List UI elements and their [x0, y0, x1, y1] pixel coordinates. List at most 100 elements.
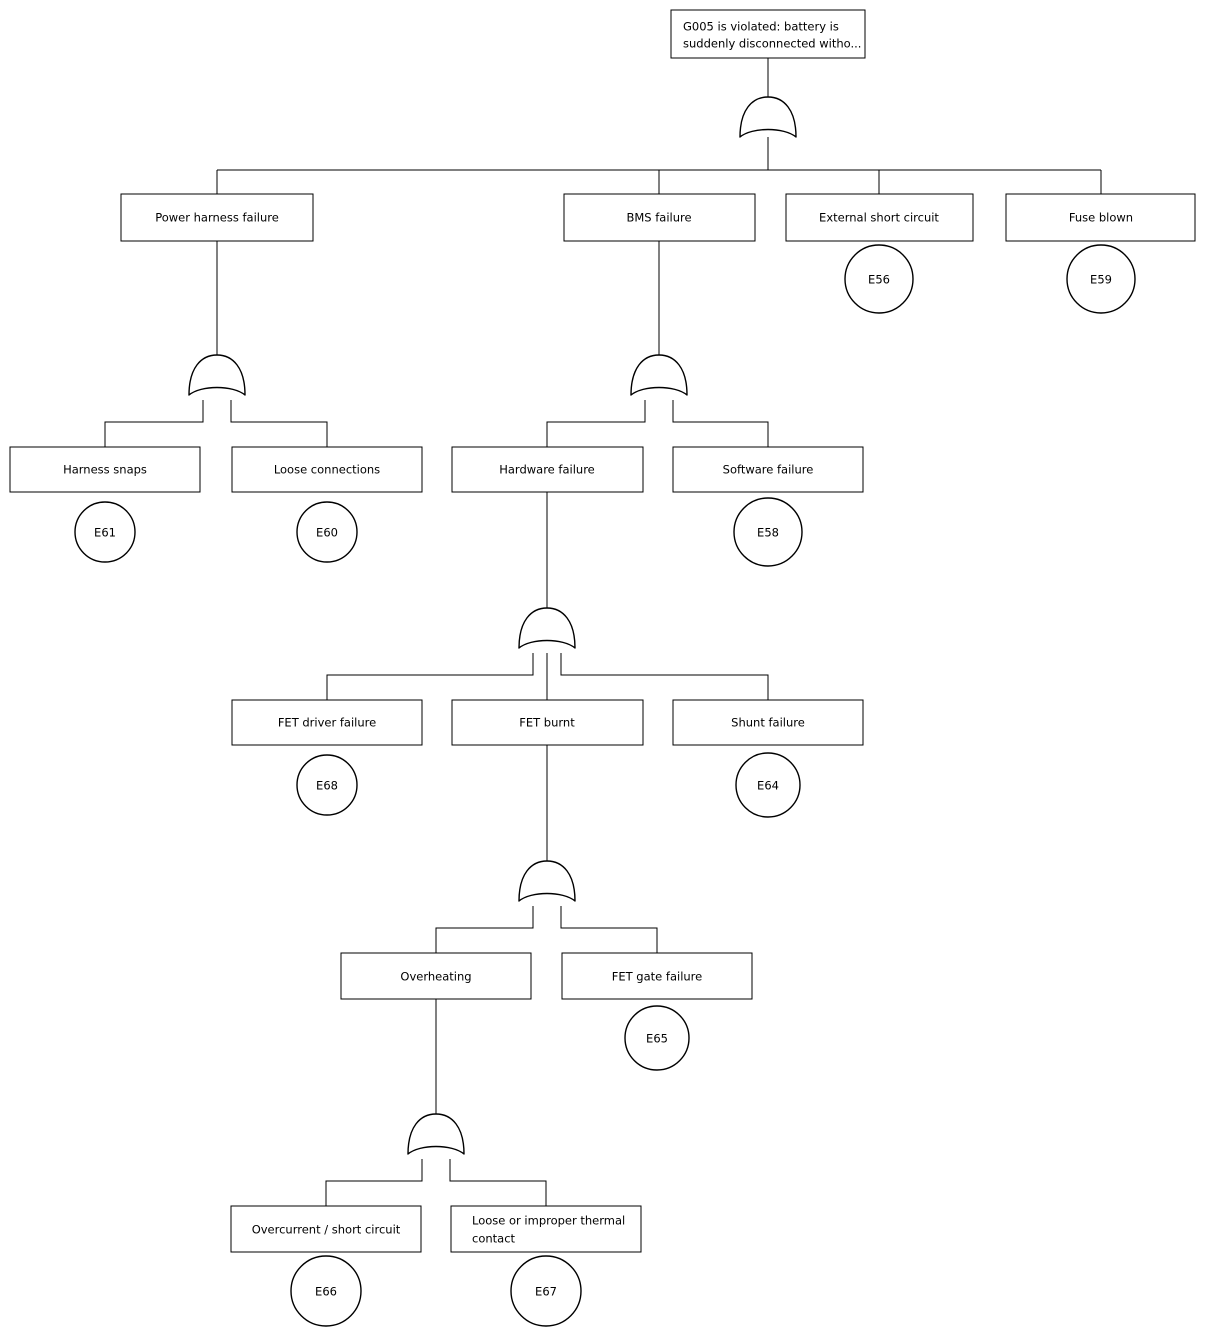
- basic-event-circle[interactable]: [296, 501, 358, 563]
- node-overheating[interactable]: Overheating: [340, 952, 532, 1000]
- node-box[interactable]: [785, 193, 974, 242]
- node-label-line2: suddenly disconnected witho...: [683, 37, 861, 51]
- basic-event-circle[interactable]: [74, 501, 136, 563]
- node-label-line1: Loose or improper thermal: [472, 1214, 625, 1228]
- edge-hardware-gate-right-leg: [560, 653, 769, 700]
- edge-fet-burnt-gate-left-leg: [435, 906, 534, 953]
- connector-layer: [104, 58, 1102, 1206]
- basic-event-e58[interactable]: E58: [733, 497, 803, 567]
- or-gate-power-harness[interactable]: [188, 354, 246, 396]
- node-box[interactable]: [340, 952, 532, 1000]
- node-label: Power harness failure: [155, 211, 279, 225]
- basic-event-circle[interactable]: [296, 754, 358, 816]
- or-gate-fet-burnt[interactable]: [518, 860, 576, 902]
- node-box[interactable]: [450, 1205, 642, 1253]
- basic-event-circle[interactable]: [290, 1255, 362, 1327]
- node-label: Harness snaps: [63, 463, 147, 477]
- basic-event-circle[interactable]: [510, 1255, 582, 1327]
- node-box[interactable]: [120, 193, 314, 242]
- node-harness-snaps[interactable]: Harness snaps: [9, 446, 201, 493]
- node-label: Overheating: [400, 970, 471, 984]
- node-fuse-blown[interactable]: Fuse blown: [1005, 193, 1196, 242]
- node-box[interactable]: [451, 699, 644, 746]
- node-label: FET driver failure: [278, 716, 376, 730]
- node-box[interactable]: [672, 446, 864, 493]
- node-box[interactable]: [672, 699, 864, 746]
- node-shunt-failure[interactable]: Shunt failure: [672, 699, 864, 746]
- node-label: FET gate failure: [612, 970, 702, 984]
- edge-bms-gate-left-leg: [546, 400, 646, 447]
- basic-event-e68[interactable]: E68: [296, 754, 358, 816]
- or-gate-bms[interactable]: [630, 354, 688, 396]
- basic-event-e67[interactable]: E67: [510, 1255, 582, 1327]
- basic-event-e66[interactable]: E66: [290, 1255, 362, 1327]
- basic-event-label: E58: [757, 526, 779, 540]
- node-box[interactable]: [231, 699, 423, 746]
- node-label: Fuse blown: [1069, 211, 1133, 225]
- node-power-harness-failure[interactable]: Power harness failure: [120, 193, 314, 242]
- node-fet-gate-failure[interactable]: FET gate failure: [561, 952, 753, 1000]
- node-bms-failure[interactable]: BMS failure: [563, 193, 756, 242]
- basic-event-e56[interactable]: E56: [844, 244, 914, 314]
- node-software-failure[interactable]: Software failure: [672, 446, 864, 493]
- node-fet-driver-failure[interactable]: FET driver failure: [231, 699, 423, 746]
- node-label: BMS failure: [626, 211, 691, 225]
- edge-overheating-gate-left-leg: [325, 1159, 423, 1206]
- basic-event-circle[interactable]: [624, 1005, 690, 1071]
- basic-event-label: E56: [868, 273, 890, 287]
- basic-event-label: E66: [315, 1285, 337, 1299]
- node-label: Software failure: [723, 463, 814, 477]
- node-hardware-failure[interactable]: Hardware failure: [451, 446, 644, 493]
- node-box[interactable]: [230, 1205, 422, 1253]
- edge-harness-gate-left-leg: [104, 400, 204, 447]
- node-label: Loose connections: [274, 463, 380, 477]
- node-fet-burnt[interactable]: FET burnt: [451, 699, 644, 746]
- node-label-line2: contact: [472, 1232, 516, 1246]
- node-box[interactable]: [561, 952, 753, 1000]
- or-gate-hardware[interactable]: [518, 607, 576, 649]
- node-loose-thermal-contact[interactable]: Loose or improper thermal contact: [450, 1205, 642, 1253]
- basic-event-e60[interactable]: E60: [296, 501, 358, 563]
- basic-event-e64[interactable]: E64: [735, 752, 801, 818]
- node-label: Overcurrent / short circuit: [252, 1223, 401, 1237]
- node-overcurrent-short-circuit[interactable]: Overcurrent / short circuit: [230, 1205, 422, 1253]
- or-gate-overheating[interactable]: [407, 1113, 465, 1155]
- basic-event-e59[interactable]: E59: [1066, 244, 1136, 314]
- node-external-short-circuit[interactable]: External short circuit: [785, 193, 974, 242]
- basic-event-circle[interactable]: [733, 497, 803, 567]
- basic-event-label: E60: [316, 526, 338, 540]
- node-loose-connections[interactable]: Loose connections: [231, 446, 423, 493]
- node-box[interactable]: [563, 193, 756, 242]
- node-label: FET burnt: [519, 716, 575, 730]
- edge-bms-gate-right-leg: [672, 400, 769, 447]
- node-box[interactable]: [670, 9, 866, 59]
- basic-event-label: E61: [94, 526, 116, 540]
- node-label: Hardware failure: [499, 463, 595, 477]
- basic-event-label: E64: [757, 779, 779, 793]
- node-label-line1: G005 is violated: battery is: [683, 20, 839, 34]
- basic-event-label: E68: [316, 779, 338, 793]
- edge-fet-burnt-gate-right-leg: [560, 906, 658, 953]
- node-box[interactable]: [451, 446, 644, 493]
- node-label: Shunt failure: [731, 716, 805, 730]
- node-label: External short circuit: [819, 211, 939, 225]
- basic-event-label: E59: [1090, 273, 1112, 287]
- edge-overheating-gate-right-leg: [449, 1159, 547, 1206]
- basic-event-circle[interactable]: [735, 752, 801, 818]
- basic-event-circle[interactable]: [844, 244, 914, 314]
- or-gate-top-event[interactable]: [739, 96, 797, 138]
- basic-event-e65[interactable]: E65: [624, 1005, 690, 1071]
- basic-event-layer: E56 E59 E61 E60 E58 E68: [74, 244, 1136, 1327]
- node-top-event[interactable]: G005 is violated: battery is suddenly di…: [670, 9, 866, 59]
- basic-event-e61[interactable]: E61: [74, 501, 136, 563]
- edge-harness-gate-right-leg: [230, 400, 328, 447]
- basic-event-circle[interactable]: [1066, 244, 1136, 314]
- node-box-layer: G005 is violated: battery is suddenly di…: [9, 9, 1196, 1253]
- node-box[interactable]: [9, 446, 201, 493]
- node-box[interactable]: [1005, 193, 1196, 242]
- basic-event-label: E67: [535, 1285, 557, 1299]
- basic-event-label: E65: [646, 1032, 668, 1046]
- node-box[interactable]: [231, 446, 423, 493]
